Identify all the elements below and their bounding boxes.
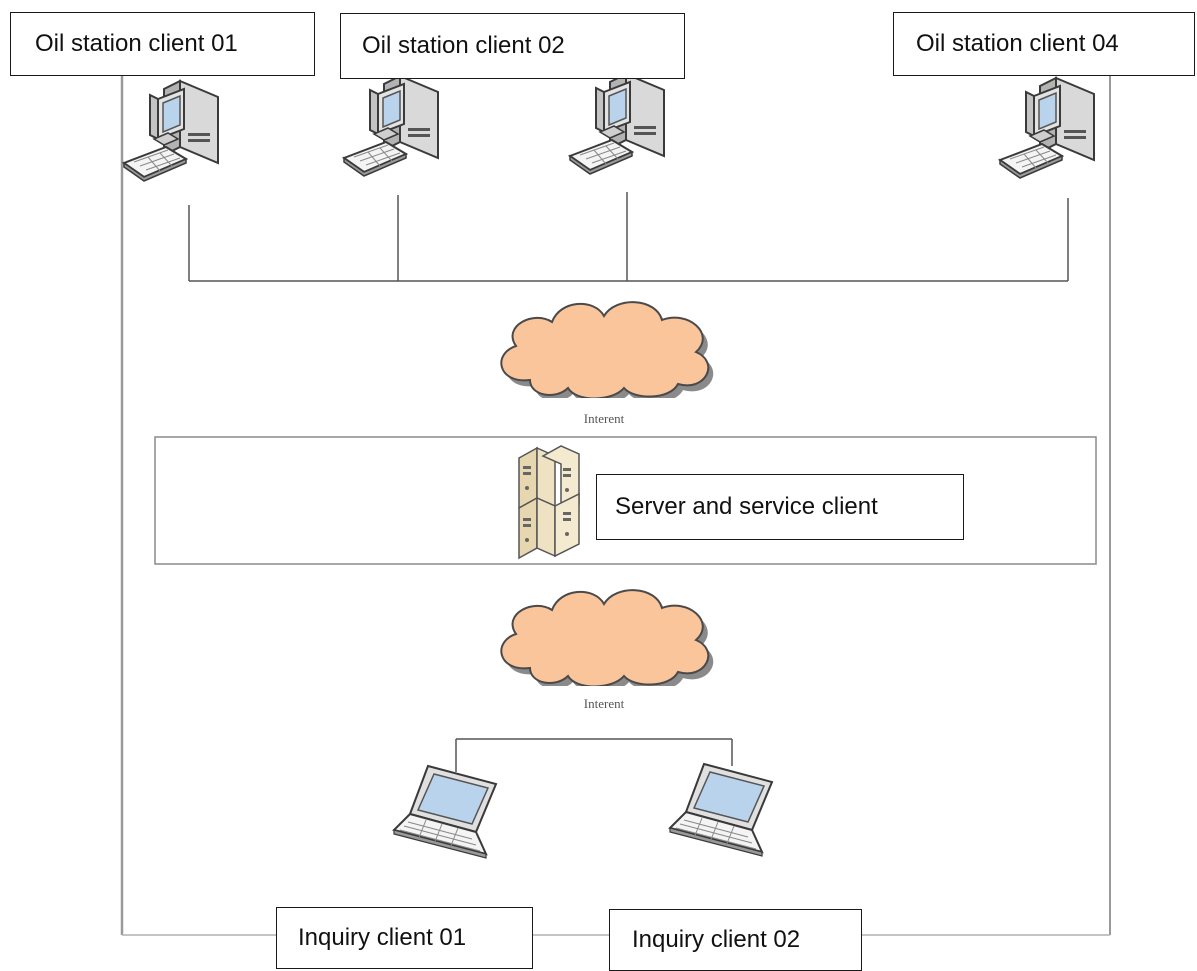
laptop-icon-01 [393,765,497,859]
desktop-computer-icon-03 [569,73,665,175]
internet-caption-top: Interent [584,411,625,426]
oil-station-client-01-label: Oil station client 01 [10,12,315,76]
server-label: Server and service client [596,474,964,540]
server-tower-icon [518,445,580,559]
inquiry-client-01-label: Inquiry client 01 [276,907,533,969]
oil-station-client-02-label: Oil station client 02 [340,13,685,79]
laptop-icon-02 [669,763,773,857]
internet-cloud-icon-bottom [500,589,715,686]
internet-caption-bottom: Interent [584,696,625,711]
oil-station-client-04-label: Oil station client 04 [893,12,1195,76]
desktop-computer-icon-02 [343,75,439,177]
desktop-computer-icon-01 [123,80,219,182]
desktop-computer-icon-04 [999,77,1095,179]
inquiry-client-02-label: Inquiry client 02 [609,909,862,971]
internet-cloud-icon-top [500,301,715,398]
